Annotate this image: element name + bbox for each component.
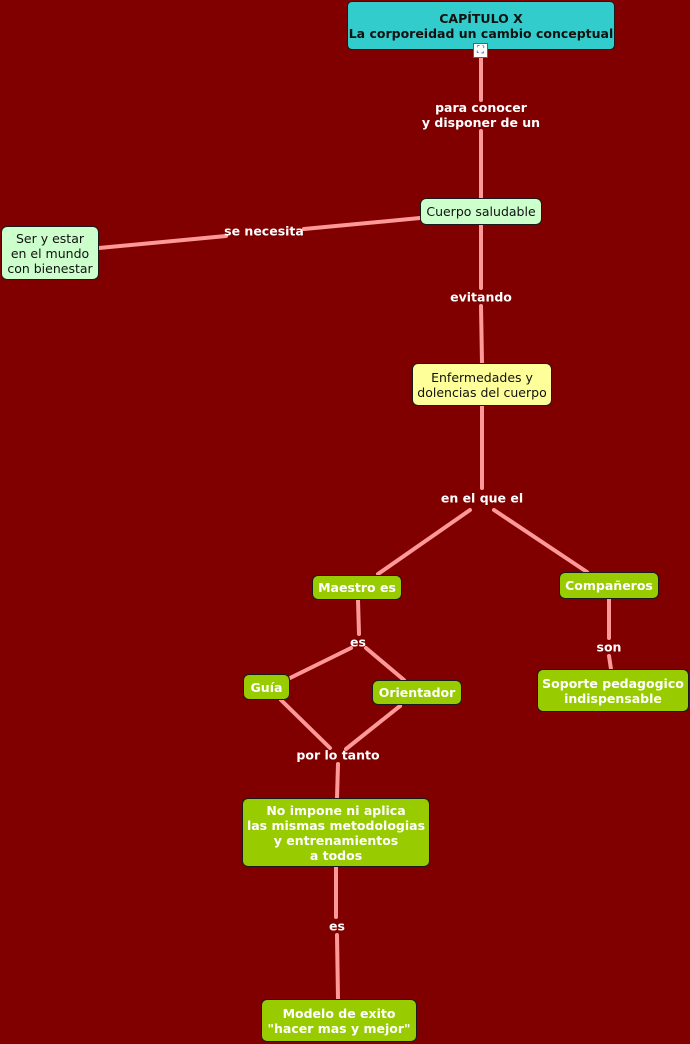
link-label-es-modelo: es xyxy=(329,918,345,934)
link-es-guia xyxy=(288,646,353,680)
node-no-impone[interactable]: No impone ni aplica las mismas metodolog… xyxy=(242,798,430,867)
node-maestro-es[interactable]: Maestro es xyxy=(312,575,402,600)
link-cuerpo-senecesita xyxy=(302,216,422,231)
link-senecesita-ser xyxy=(97,234,228,250)
link-label-se-necesita: se necesita xyxy=(224,223,304,239)
node-soporte-pedagogico[interactable]: Soporte pedagogico indispensable xyxy=(537,669,689,712)
link-portanto-noimpone xyxy=(335,762,340,800)
link-guia-portanto xyxy=(279,698,332,750)
link-enelque-maestro xyxy=(376,508,472,576)
node-ser-y-estar[interactable]: Ser y estar en el mundo con bienestar xyxy=(1,226,99,280)
node-orientador[interactable]: Orientador xyxy=(372,680,462,705)
link-maestro-es xyxy=(356,598,361,636)
link-orientador-portanto xyxy=(344,704,402,751)
link-label-es-maestro: es xyxy=(350,634,366,650)
link-label-son: son xyxy=(596,639,622,655)
link-son-soporte xyxy=(607,654,613,671)
node-companeros[interactable]: Compañeros xyxy=(559,572,659,599)
node-cuerpo-saludable[interactable]: Cuerpo saludable xyxy=(420,198,542,225)
concept-map-icon[interactable]: ⛶ xyxy=(473,43,488,58)
link-es-modelo xyxy=(335,933,340,1001)
link-label-evitando: evitando xyxy=(450,289,512,305)
link-label-en-el-que-el: en el que el xyxy=(440,490,524,506)
link-enelque-companeros xyxy=(492,508,589,574)
link-evitando-enfermedades xyxy=(479,304,484,365)
node-enfermedades[interactable]: Enfermedades y dolencias del cuerpo xyxy=(412,363,552,406)
link-es-orientador xyxy=(364,646,406,682)
node-modelo-de-exito[interactable]: Modelo de exito "hacer mas y mejor" xyxy=(261,999,417,1042)
title-node[interactable]: CAPÍTULO X La corporeidad un cambio conc… xyxy=(347,1,615,50)
link-label-por-lo-tanto: por lo tanto xyxy=(296,747,380,763)
node-guia[interactable]: Guía xyxy=(243,674,290,700)
link-label-para-conocer: para conocer y disponer de un xyxy=(421,100,541,130)
